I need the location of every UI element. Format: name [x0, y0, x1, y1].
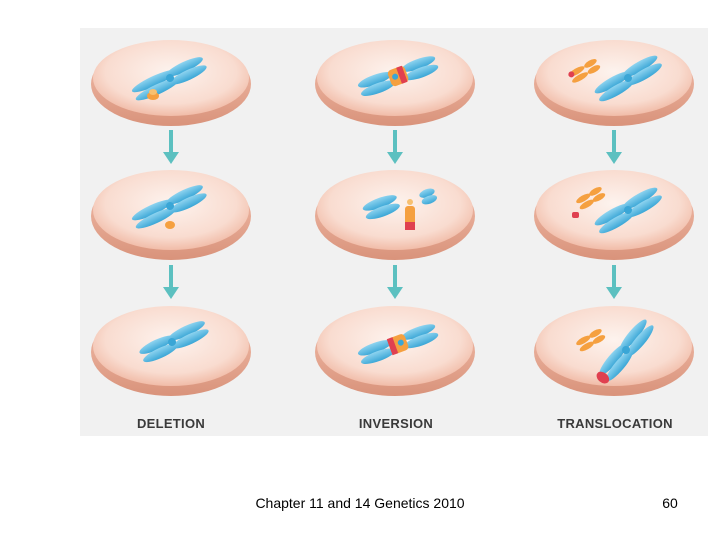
page-number: 60 — [662, 495, 678, 511]
orange-chromosome-translocation-1 — [568, 59, 601, 83]
translocated-segment — [572, 212, 579, 218]
chromosome-inversion-3 — [357, 324, 439, 364]
chromosome-translocation-3 — [596, 319, 654, 384]
label-deletion: DELETION — [136, 416, 206, 431]
label-inversion: INVERSION — [358, 416, 434, 431]
chromosome-translocation-1 — [594, 55, 662, 102]
footer-text: Chapter 11 and 14 Genetics 2010 — [255, 495, 465, 511]
chromosome-deletion-3 — [139, 321, 209, 363]
chromosome-inversion-2b — [419, 188, 438, 205]
chromosome-deletion-1 — [131, 57, 207, 101]
deleted-segment-1 — [147, 89, 159, 100]
chromosome-translocation-2 — [594, 187, 662, 234]
chromosome-inversion-1 — [357, 56, 439, 96]
orange-chromosome-translocation-3 — [576, 329, 606, 352]
inverted-segment — [405, 199, 415, 230]
chromosome-inversion-2a — [362, 195, 400, 220]
deleted-segment-2 — [165, 221, 175, 229]
cell-inversion-2 — [315, 170, 475, 260]
label-translocation: TRANSLOCATION — [557, 416, 673, 431]
orange-chromosome-translocation-2 — [576, 187, 606, 210]
chromosome-deletion-2 — [131, 185, 207, 229]
